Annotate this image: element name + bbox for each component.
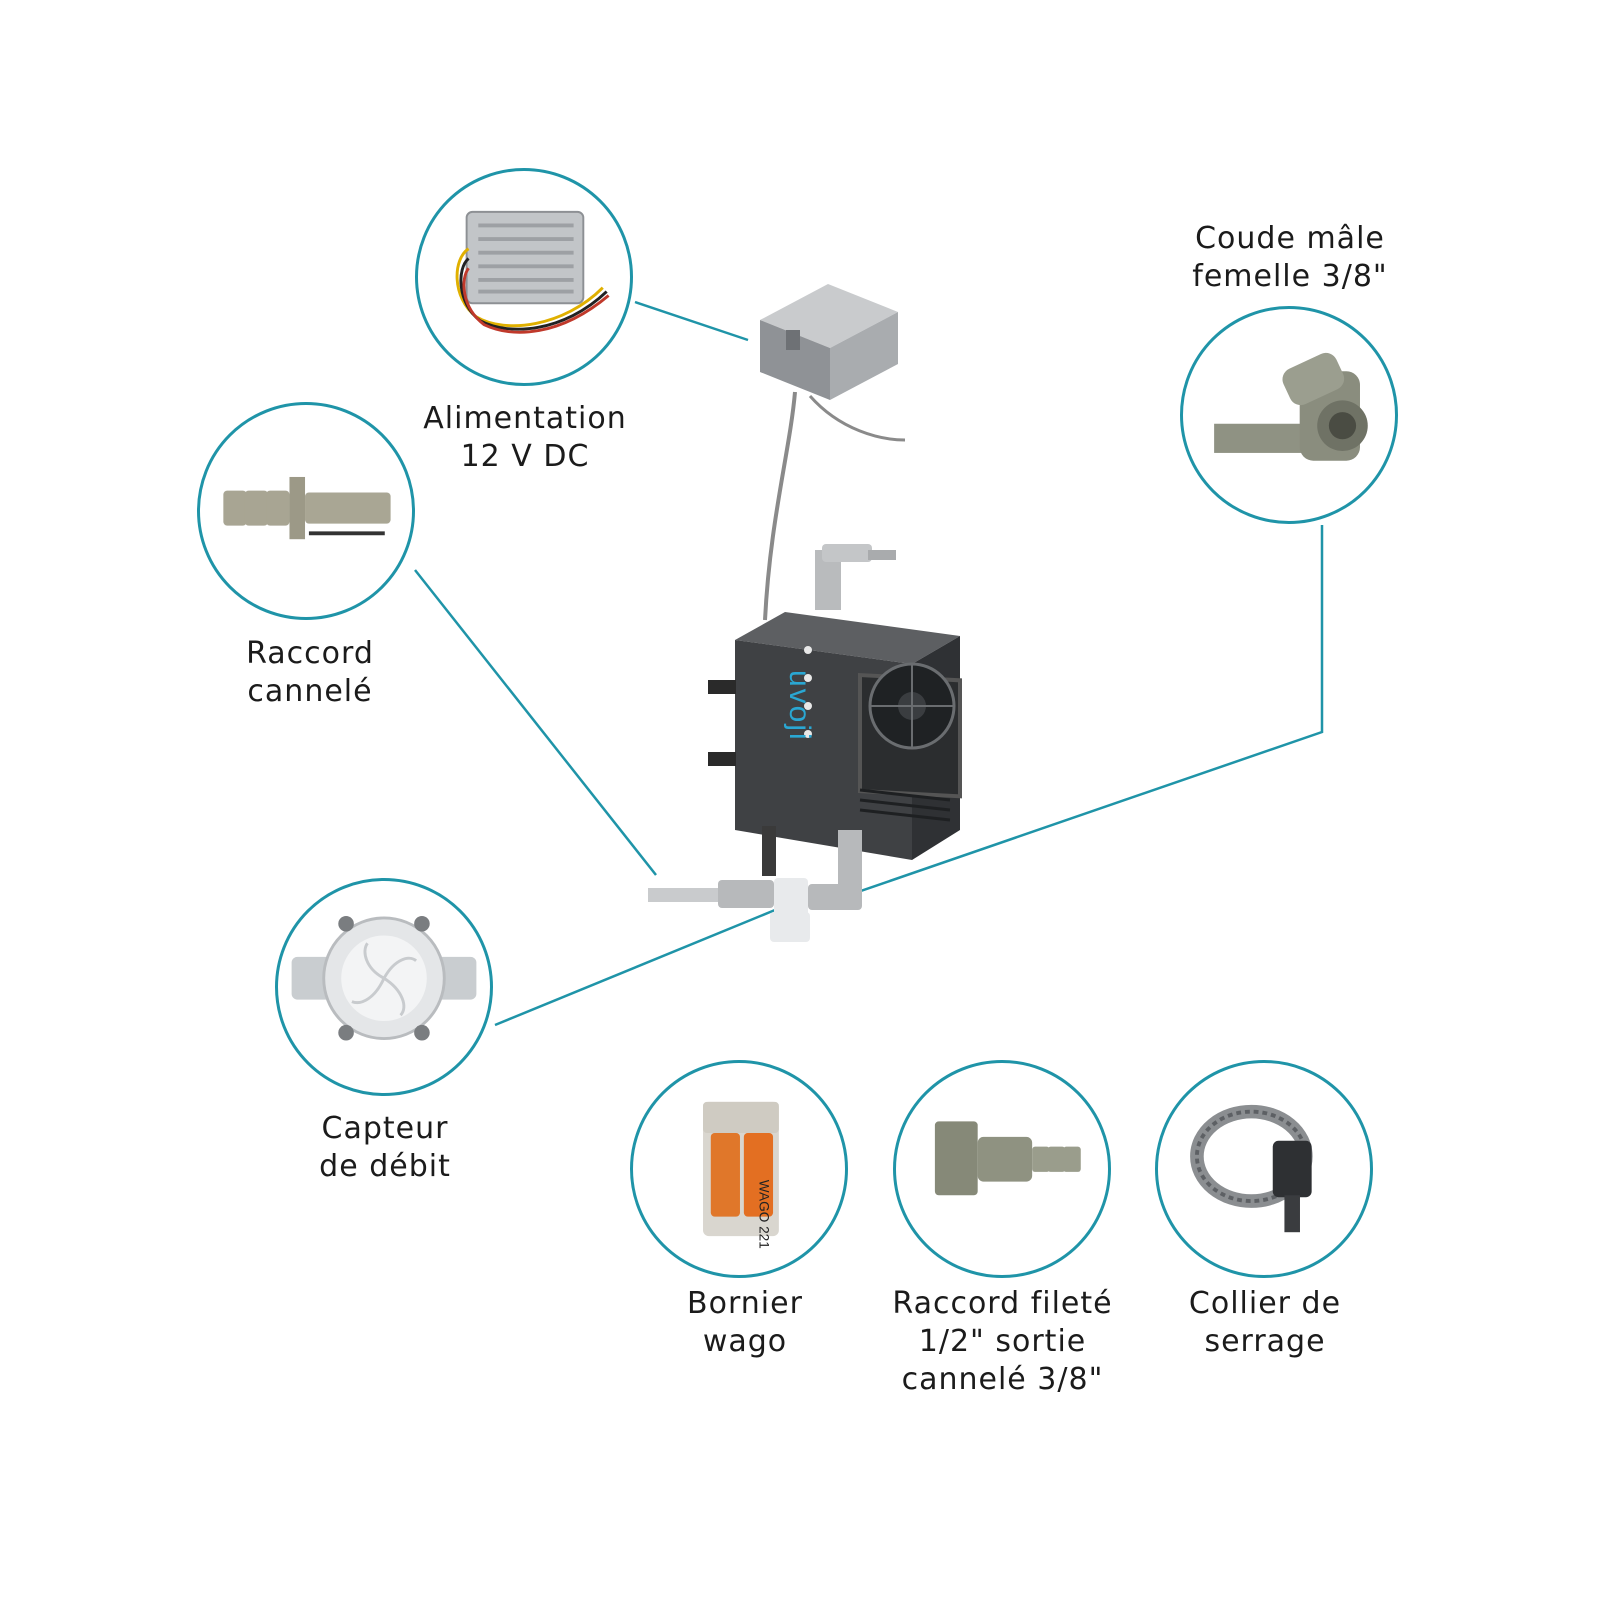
brand-logo: uvoji (783, 670, 816, 742)
led (804, 730, 812, 738)
wago-terminal-icon: WAGO 221 (703, 1101, 779, 1249)
led (804, 646, 812, 654)
line-barbed (414, 569, 657, 876)
component-clamp-circle (1155, 1060, 1373, 1278)
component-threaded-label: Raccord fileté 1/2" sortie cannelé 3/8" (892, 1286, 1113, 1397)
led (804, 702, 812, 710)
component-elbow-label: Coude mâle femelle 3/8" (1192, 221, 1388, 294)
component-flow-circle (275, 878, 493, 1096)
component-barbed-circle (197, 402, 415, 620)
component-elbow-circle (1180, 306, 1398, 524)
threaded-fitting-icon (934, 1121, 1081, 1196)
component-threaded-circle (893, 1060, 1111, 1278)
line-power (634, 300, 749, 342)
barbed-fitting-icon (223, 476, 391, 540)
cable (763, 391, 797, 621)
line-flow (494, 908, 776, 1027)
power-supply-icon (455, 210, 610, 334)
component-power-label: Alimentation 12 V DC (423, 401, 627, 474)
flow-sensor-icon (291, 916, 477, 1041)
svg-text:WAGO 221: WAGO 221 (756, 1180, 771, 1249)
component-flow-label: Capteur de débit (319, 1111, 451, 1184)
component-power-circle (415, 168, 633, 386)
line-elbow (851, 525, 1324, 896)
led (804, 674, 812, 682)
control-module (760, 284, 898, 400)
component-wago-label: Bornier wago (687, 1286, 803, 1359)
bottom-plumbing (648, 826, 862, 942)
component-clamp-label: Collier de serrage (1188, 1286, 1342, 1359)
component-wago-circle: WAGO 221 (630, 1060, 848, 1278)
cable (808, 395, 906, 442)
top-elbow-fitting (815, 544, 896, 610)
elbow-fitting-icon (1214, 352, 1368, 461)
hose-clamp-icon (1190, 1104, 1313, 1233)
component-barbed-label: Raccord cannelé (246, 636, 374, 709)
uv-housing (708, 612, 962, 860)
